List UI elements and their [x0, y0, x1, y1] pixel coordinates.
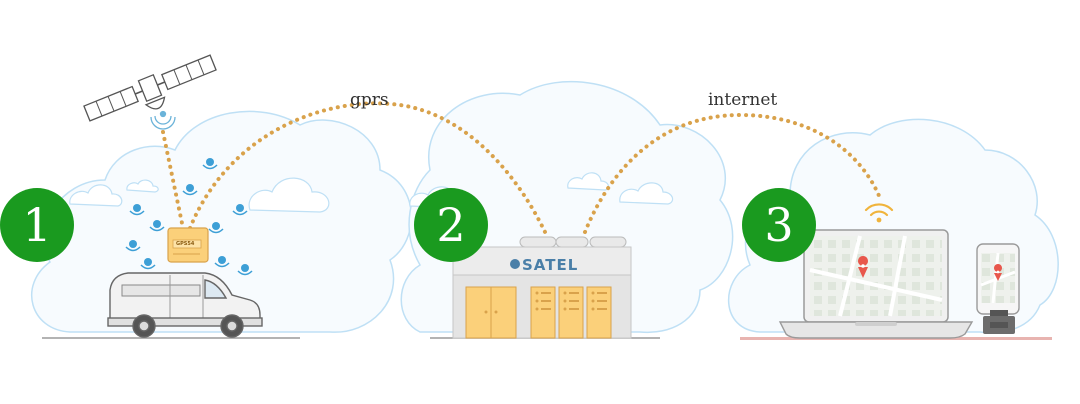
location-icons — [125, 158, 253, 276]
step-badge-3: 3 — [742, 188, 816, 262]
satel-brand: SATEL — [522, 256, 579, 274]
location-icon — [149, 220, 165, 232]
wifi-icon — [864, 203, 894, 223]
satellite-signal-icon — [150, 110, 176, 130]
internet-label: internet — [708, 90, 778, 110]
location-icon — [202, 158, 218, 170]
internet-path — [583, 112, 882, 234]
step-badge-1: 1 — [0, 188, 74, 262]
location-icon — [129, 204, 145, 216]
server-building-icon — [452, 236, 632, 339]
gps-device-label: GPS54 — [176, 241, 195, 247]
location-icon — [208, 222, 224, 234]
laptop-icon — [778, 229, 974, 339]
satellite-icon — [83, 54, 217, 122]
gps-device-icon — [167, 227, 209, 263]
smartphone-icon — [976, 243, 1020, 334]
location-icon — [182, 184, 198, 196]
map-pin-icon — [994, 264, 1003, 281]
signal-paths — [161, 101, 882, 234]
location-icon — [237, 264, 253, 276]
gprs-path — [188, 101, 547, 234]
map-pin-icon — [858, 256, 869, 278]
step-badge-2: 2 — [414, 188, 488, 262]
location-icon — [125, 240, 141, 252]
location-icon — [232, 204, 248, 216]
location-icon — [140, 258, 156, 270]
van-icon — [107, 272, 263, 338]
location-icon — [214, 256, 230, 268]
satellite-downlink-path — [161, 130, 185, 230]
gprs-label: gprs — [350, 90, 389, 110]
